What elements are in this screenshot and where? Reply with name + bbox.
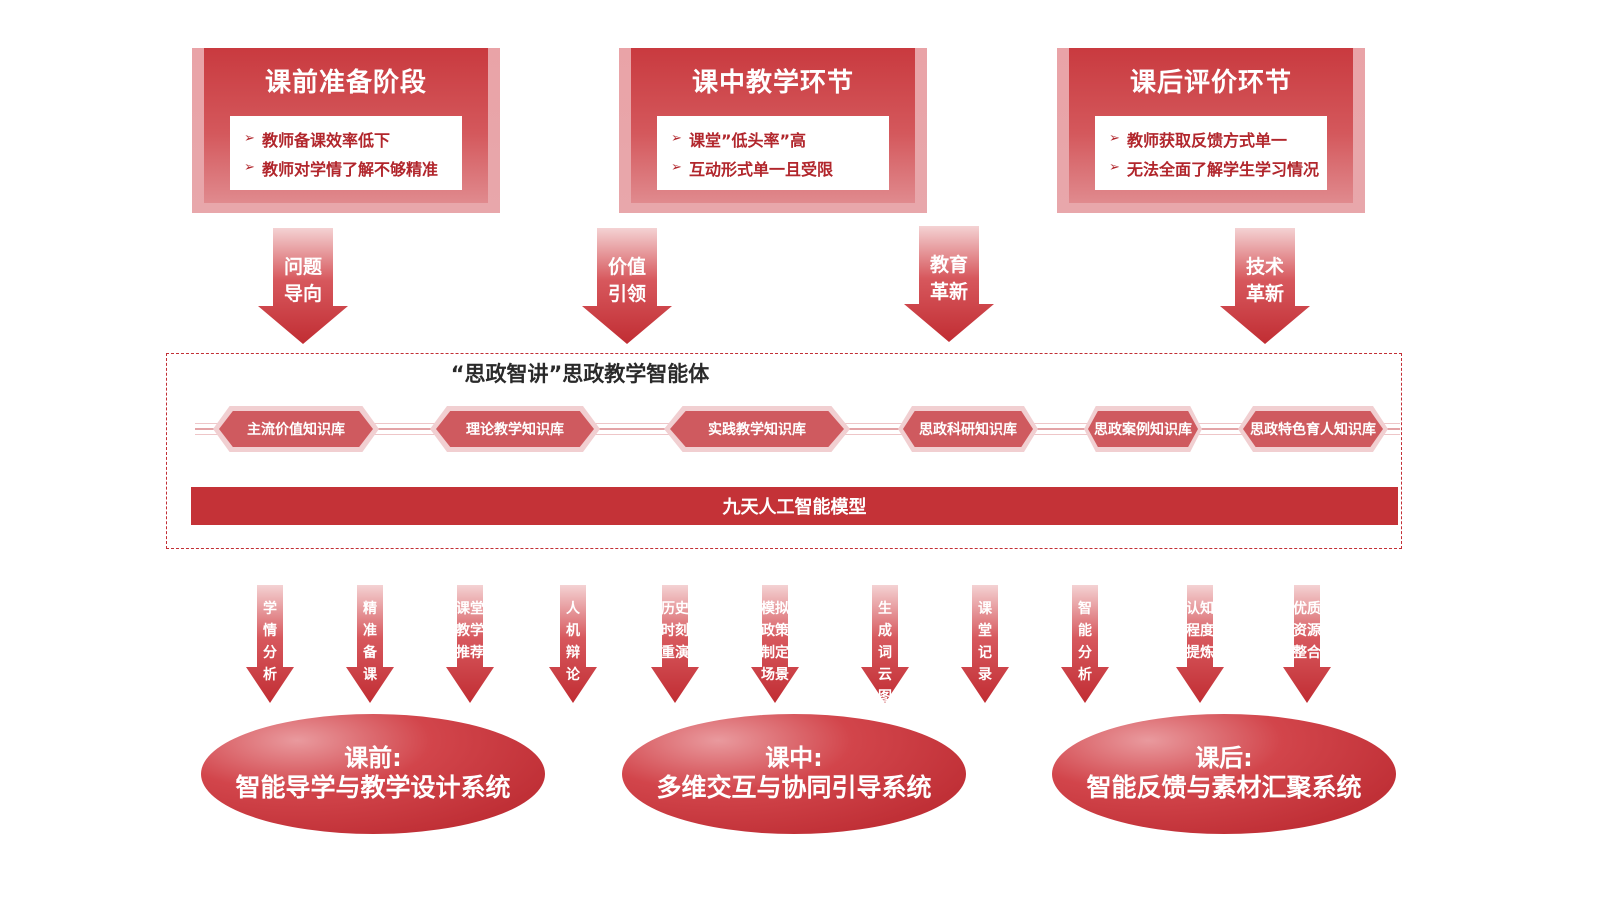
knowledge-base-label: 理论教学知识库 [436, 411, 594, 447]
system-phase: 课后: [1195, 744, 1253, 772]
down-arrow-icon [651, 585, 699, 703]
function-label: 生成词云图 [878, 601, 892, 705]
function-label: 精准备课 [363, 601, 377, 683]
bullet-arrow-icon: ➢ [244, 131, 255, 146]
function-arrow: 学情分析 [246, 585, 294, 703]
arrow-label: 引领 [607, 283, 646, 305]
agent-frame [166, 353, 1402, 549]
agent-title: “思政智讲”思政教学智能体 [450, 362, 710, 386]
stage-panel-body: 课后评价环节 ➢教师获取反馈方式单一 ➢无法全面了解学生学习情况 [1069, 48, 1353, 203]
function-arrow: 优质资源整合 [1283, 585, 1331, 703]
down-arrow-icon [751, 585, 799, 703]
system-ellipse-in-class: 课中: 多维交互与协同引导系统 [622, 714, 966, 834]
system-ellipse-pre-class: 课前: 智能导学与教学设计系统 [201, 714, 545, 834]
system-phase: 课中: [765, 744, 823, 772]
function-label: 智能分析 [1078, 601, 1092, 683]
function-arrow: 人机辩论 [549, 585, 597, 703]
bullet-arrow-icon: ➢ [244, 160, 255, 175]
guidance-arrow: 教育革新 [904, 226, 994, 342]
stage-problem-item: ➢教师获取反馈方式单一 [1109, 130, 1288, 150]
ai-model-bar: 九天人工智能模型 [191, 487, 1398, 525]
knowledge-base-node: 思政特色育人知识库 [1238, 406, 1388, 452]
knowledge-base-node: 实践教学知识库 [664, 406, 850, 452]
bullet-arrow-icon: ➢ [671, 131, 682, 146]
function-label: 历史时刻重演 [661, 601, 689, 661]
stage-panel-body: 课前准备阶段 ➢教师备课效率低下 ➢教师对学情了解不够精准 [204, 48, 488, 203]
arrow-label: 问题 [283, 256, 322, 278]
knowledge-base-node: 主流价值知识库 [213, 406, 379, 452]
down-arrow-icon [861, 585, 909, 703]
down-arrow-icon [549, 585, 597, 703]
arrow-label: 价值 [607, 256, 646, 278]
down-arrow-icon [346, 585, 394, 703]
bullet-arrow-icon: ➢ [671, 160, 682, 175]
function-arrow: 生成词云图 [861, 585, 909, 705]
guidance-arrow: 价值引领 [582, 228, 672, 344]
knowledge-base-label: 思政特色育人知识库 [1243, 411, 1383, 447]
stage-panel-pre-class: 课前准备阶段 ➢教师备课效率低下 ➢教师对学情了解不够精准 [192, 48, 500, 213]
knowledge-base-node: 思政案例知识库 [1084, 406, 1202, 452]
bullet-arrow-icon: ➢ [1109, 131, 1120, 146]
function-arrow: 课堂教学推荐 [446, 585, 494, 703]
knowledge-base-label: 思政科研知识库 [903, 411, 1033, 447]
system-phase: 课前: [344, 744, 402, 772]
arrow-label: 革新 [929, 281, 968, 303]
down-arrow-icon [1283, 585, 1331, 703]
stage-title: 课前准备阶段 [264, 68, 427, 98]
function-label: 优质资源整合 [1293, 601, 1321, 661]
stage-panel-in-class: 课中教学环节 ➢课堂”低头率”高 ➢互动形式单一且受限 [619, 48, 927, 213]
down-arrow-icon [446, 585, 494, 703]
stage-problem-list: ➢教师备课效率低下 ➢教师对学情了解不够精准 [230, 116, 462, 190]
system-name: 智能导学与教学设计系统 [235, 773, 511, 802]
function-label: 课堂记录 [978, 601, 992, 683]
bullet-arrow-icon: ➢ [1109, 160, 1120, 175]
function-label: 学情分析 [263, 601, 277, 683]
down-arrow-icon [961, 585, 1009, 703]
stage-problem-item: ➢无法全面了解学生学习情况 [1109, 159, 1320, 179]
stage-problem-item: ➢互动形式单一且受限 [671, 159, 834, 179]
function-arrow: 历史时刻重演 [651, 585, 699, 703]
down-arrow-icon [246, 585, 294, 703]
stage-title: 课中教学环节 [691, 68, 854, 98]
function-arrow: 精准备课 [346, 585, 394, 703]
function-label: 模拟政策制定场景 [761, 601, 789, 683]
function-arrow: 认知程度提炼 [1176, 585, 1224, 703]
down-arrow-icon [1176, 585, 1224, 703]
down-arrow-icon [1061, 585, 1109, 703]
arrow-label: 教育 [929, 254, 968, 276]
function-label: 认知程度提炼 [1186, 601, 1214, 661]
stage-problem-item: ➢教师备课效率低下 [244, 130, 391, 150]
stage-problem-list: ➢教师获取反馈方式单一 ➢无法全面了解学生学习情况 [1095, 116, 1327, 190]
stage-problem-list: ➢课堂”低头率”高 ➢互动形式单一且受限 [657, 116, 889, 190]
stage-problem-item: ➢教师对学情了解不够精准 [244, 159, 439, 179]
knowledge-base-node: 思政科研知识库 [898, 406, 1038, 452]
knowledge-base-label: 主流价值知识库 [219, 411, 373, 447]
down-arrow-icon [582, 228, 672, 344]
knowledge-base-label: 思政案例知识库 [1088, 411, 1198, 447]
system-name: 智能反馈与素材汇聚系统 [1086, 773, 1362, 802]
guidance-arrow: 问题导向 [258, 228, 348, 344]
function-arrow: 模拟政策制定场景 [751, 585, 799, 703]
arrow-label: 导向 [283, 283, 322, 305]
system-ellipse-post-class: 课后: 智能反馈与素材汇聚系统 [1052, 714, 1396, 834]
stage-title: 课后评价环节 [1129, 68, 1292, 98]
knowledge-base-label: 实践教学知识库 [670, 411, 844, 447]
down-arrow-icon [258, 228, 348, 344]
stage-panel-body: 课中教学环节 ➢课堂”低头率”高 ➢互动形式单一且受限 [631, 48, 915, 203]
guidance-arrow: 技术革新 [1220, 228, 1310, 344]
arrow-label: 革新 [1245, 283, 1284, 305]
function-arrow: 课堂记录 [961, 585, 1009, 703]
function-arrow: 智能分析 [1061, 585, 1109, 703]
system-name: 多维交互与协同引导系统 [656, 773, 932, 802]
arrow-label: 技术 [1245, 256, 1284, 278]
stage-panel-post-class: 课后评价环节 ➢教师获取反馈方式单一 ➢无法全面了解学生学习情况 [1057, 48, 1365, 213]
function-label: 课堂教学推荐 [456, 601, 484, 661]
down-arrow-icon [1220, 228, 1310, 344]
knowledge-base-node: 理论教学知识库 [430, 406, 600, 452]
down-arrow-icon [904, 226, 994, 342]
stage-problem-item: ➢课堂”低头率”高 [671, 130, 807, 150]
function-label: 人机辩论 [566, 601, 580, 683]
